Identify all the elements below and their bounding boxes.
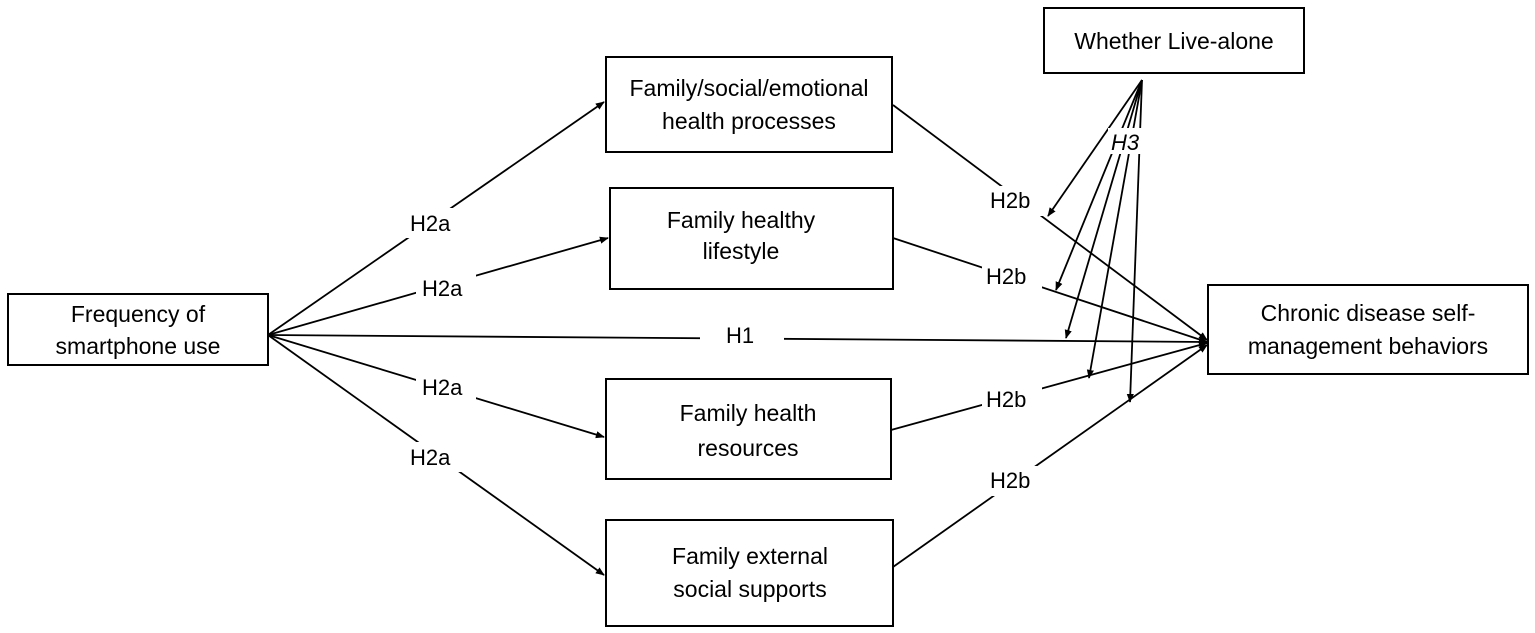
edge-h2b-supports: [892, 344, 1208, 568]
svg-text:lifestyle: lifestyle: [703, 238, 780, 264]
label-h2a-resources: H2a: [422, 375, 463, 400]
edge-h3-3: [1064, 79, 1143, 339]
node-whether-live-alone: Whether Live-alone: [1043, 7, 1305, 74]
svg-text:resources: resources: [698, 435, 799, 461]
label-h2b-fse: H2b: [990, 188, 1030, 213]
svg-text:Chronic disease self-: Chronic disease self-: [1261, 300, 1476, 326]
label-h2b-supports: H2b: [990, 468, 1030, 493]
node-family-social-emotional-health-processes: Family/social/emotional health processes: [605, 56, 893, 153]
edge-h3-2: [1055, 79, 1143, 291]
label-h1: H1: [726, 323, 754, 348]
svg-text:Family healthy: Family healthy: [667, 207, 816, 233]
label-h3: H3: [1111, 130, 1140, 155]
edge-h2b-lifestyle: [892, 237, 1208, 343]
svg-text:Frequency of: Frequency of: [71, 301, 206, 327]
edge-h3-1: [1047, 79, 1143, 217]
node-frequency-of-smartphone-use: Frequency of smartphone use: [7, 293, 269, 366]
svg-text:smartphone use: smartphone use: [56, 333, 221, 359]
label-h2a-lifestyle: H2a: [422, 276, 463, 301]
edge-h3-4: [1086, 79, 1143, 379]
label-h2a-supports: H2a: [410, 445, 451, 470]
label-h2a-fse: H2a: [410, 211, 451, 236]
svg-text:management behaviors: management behaviors: [1248, 333, 1488, 359]
svg-text:Whether Live-alone: Whether Live-alone: [1074, 28, 1273, 54]
svg-text:health processes: health processes: [662, 108, 836, 134]
node-family-external-social-supports: Family external social supports: [605, 519, 894, 627]
svg-text:Family/social/emotional: Family/social/emotional: [629, 75, 868, 101]
node-chronic-disease-self-management-behaviors: Chronic disease self- management behavio…: [1207, 284, 1529, 375]
edge-h2b-resources: [890, 341, 1208, 431]
svg-text:social supports: social supports: [673, 576, 826, 602]
label-h2b-lifestyle: H2b: [986, 264, 1026, 289]
svg-text:Family health: Family health: [680, 400, 817, 426]
label-h2b-resources: H2b: [986, 387, 1026, 412]
node-family-healthy-lifestyle: Family healthy lifestyle: [609, 187, 894, 290]
node-family-health-resources: Family health resources: [605, 378, 892, 480]
edge-h2b-fse: [892, 104, 1208, 341]
svg-text:Family external: Family external: [672, 543, 828, 569]
